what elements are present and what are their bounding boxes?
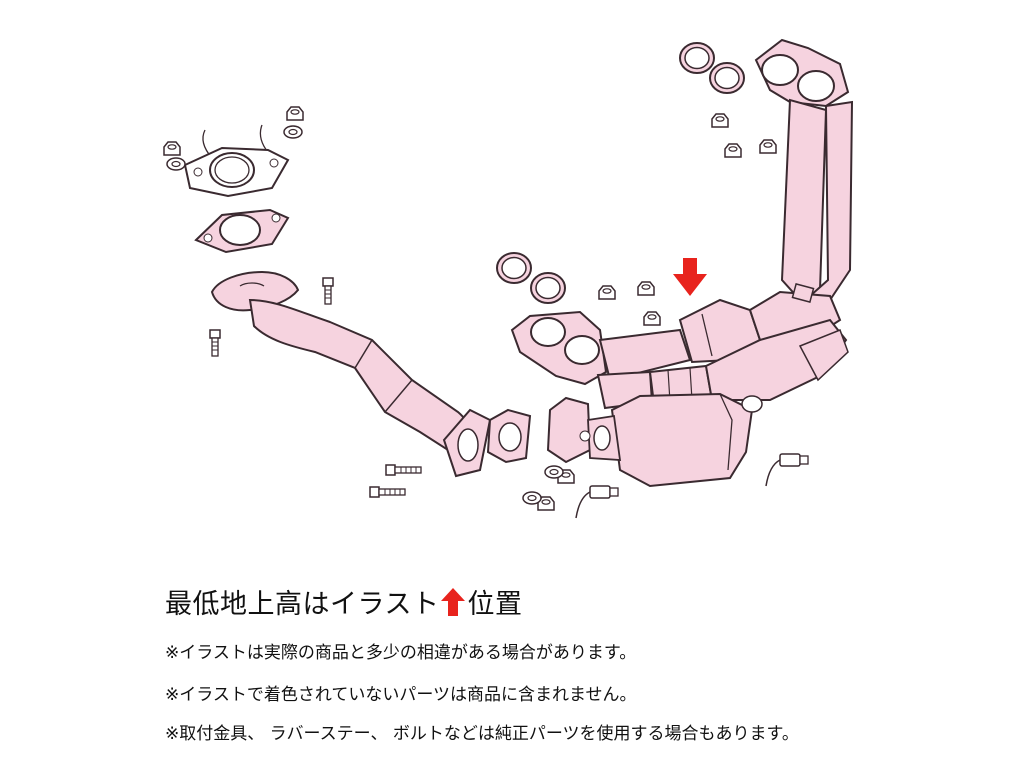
ground-clearance-caption: 最低地上高はイラスト 位置: [165, 582, 522, 621]
exhaust-manifold: [510, 38, 854, 488]
caption-text-after: 位置: [467, 589, 523, 620]
left-gasket: [194, 208, 290, 254]
up-arrow-icon: [441, 587, 466, 616]
red-position-arrow-icon: [673, 258, 707, 296]
note-illustration-difference: ※イラストは実際の商品と多少の相違がある場合があります。: [165, 643, 637, 663]
mid-gasket: [486, 408, 532, 464]
note-genuine-parts: ※取付金具、 ラバーステー、 ボルトなどは純正パーツを使用する場合もあります。: [165, 724, 799, 744]
upper-left-hardware: [163, 106, 304, 198]
caption-text-before: 最低地上高はイラスト: [165, 589, 440, 620]
front-pipe: [210, 270, 492, 478]
note-uncolored-parts: ※イラストで着色されていないパーツは商品に含まれません。: [165, 685, 637, 705]
exhaust-parts-illustration: [163, 38, 854, 519]
